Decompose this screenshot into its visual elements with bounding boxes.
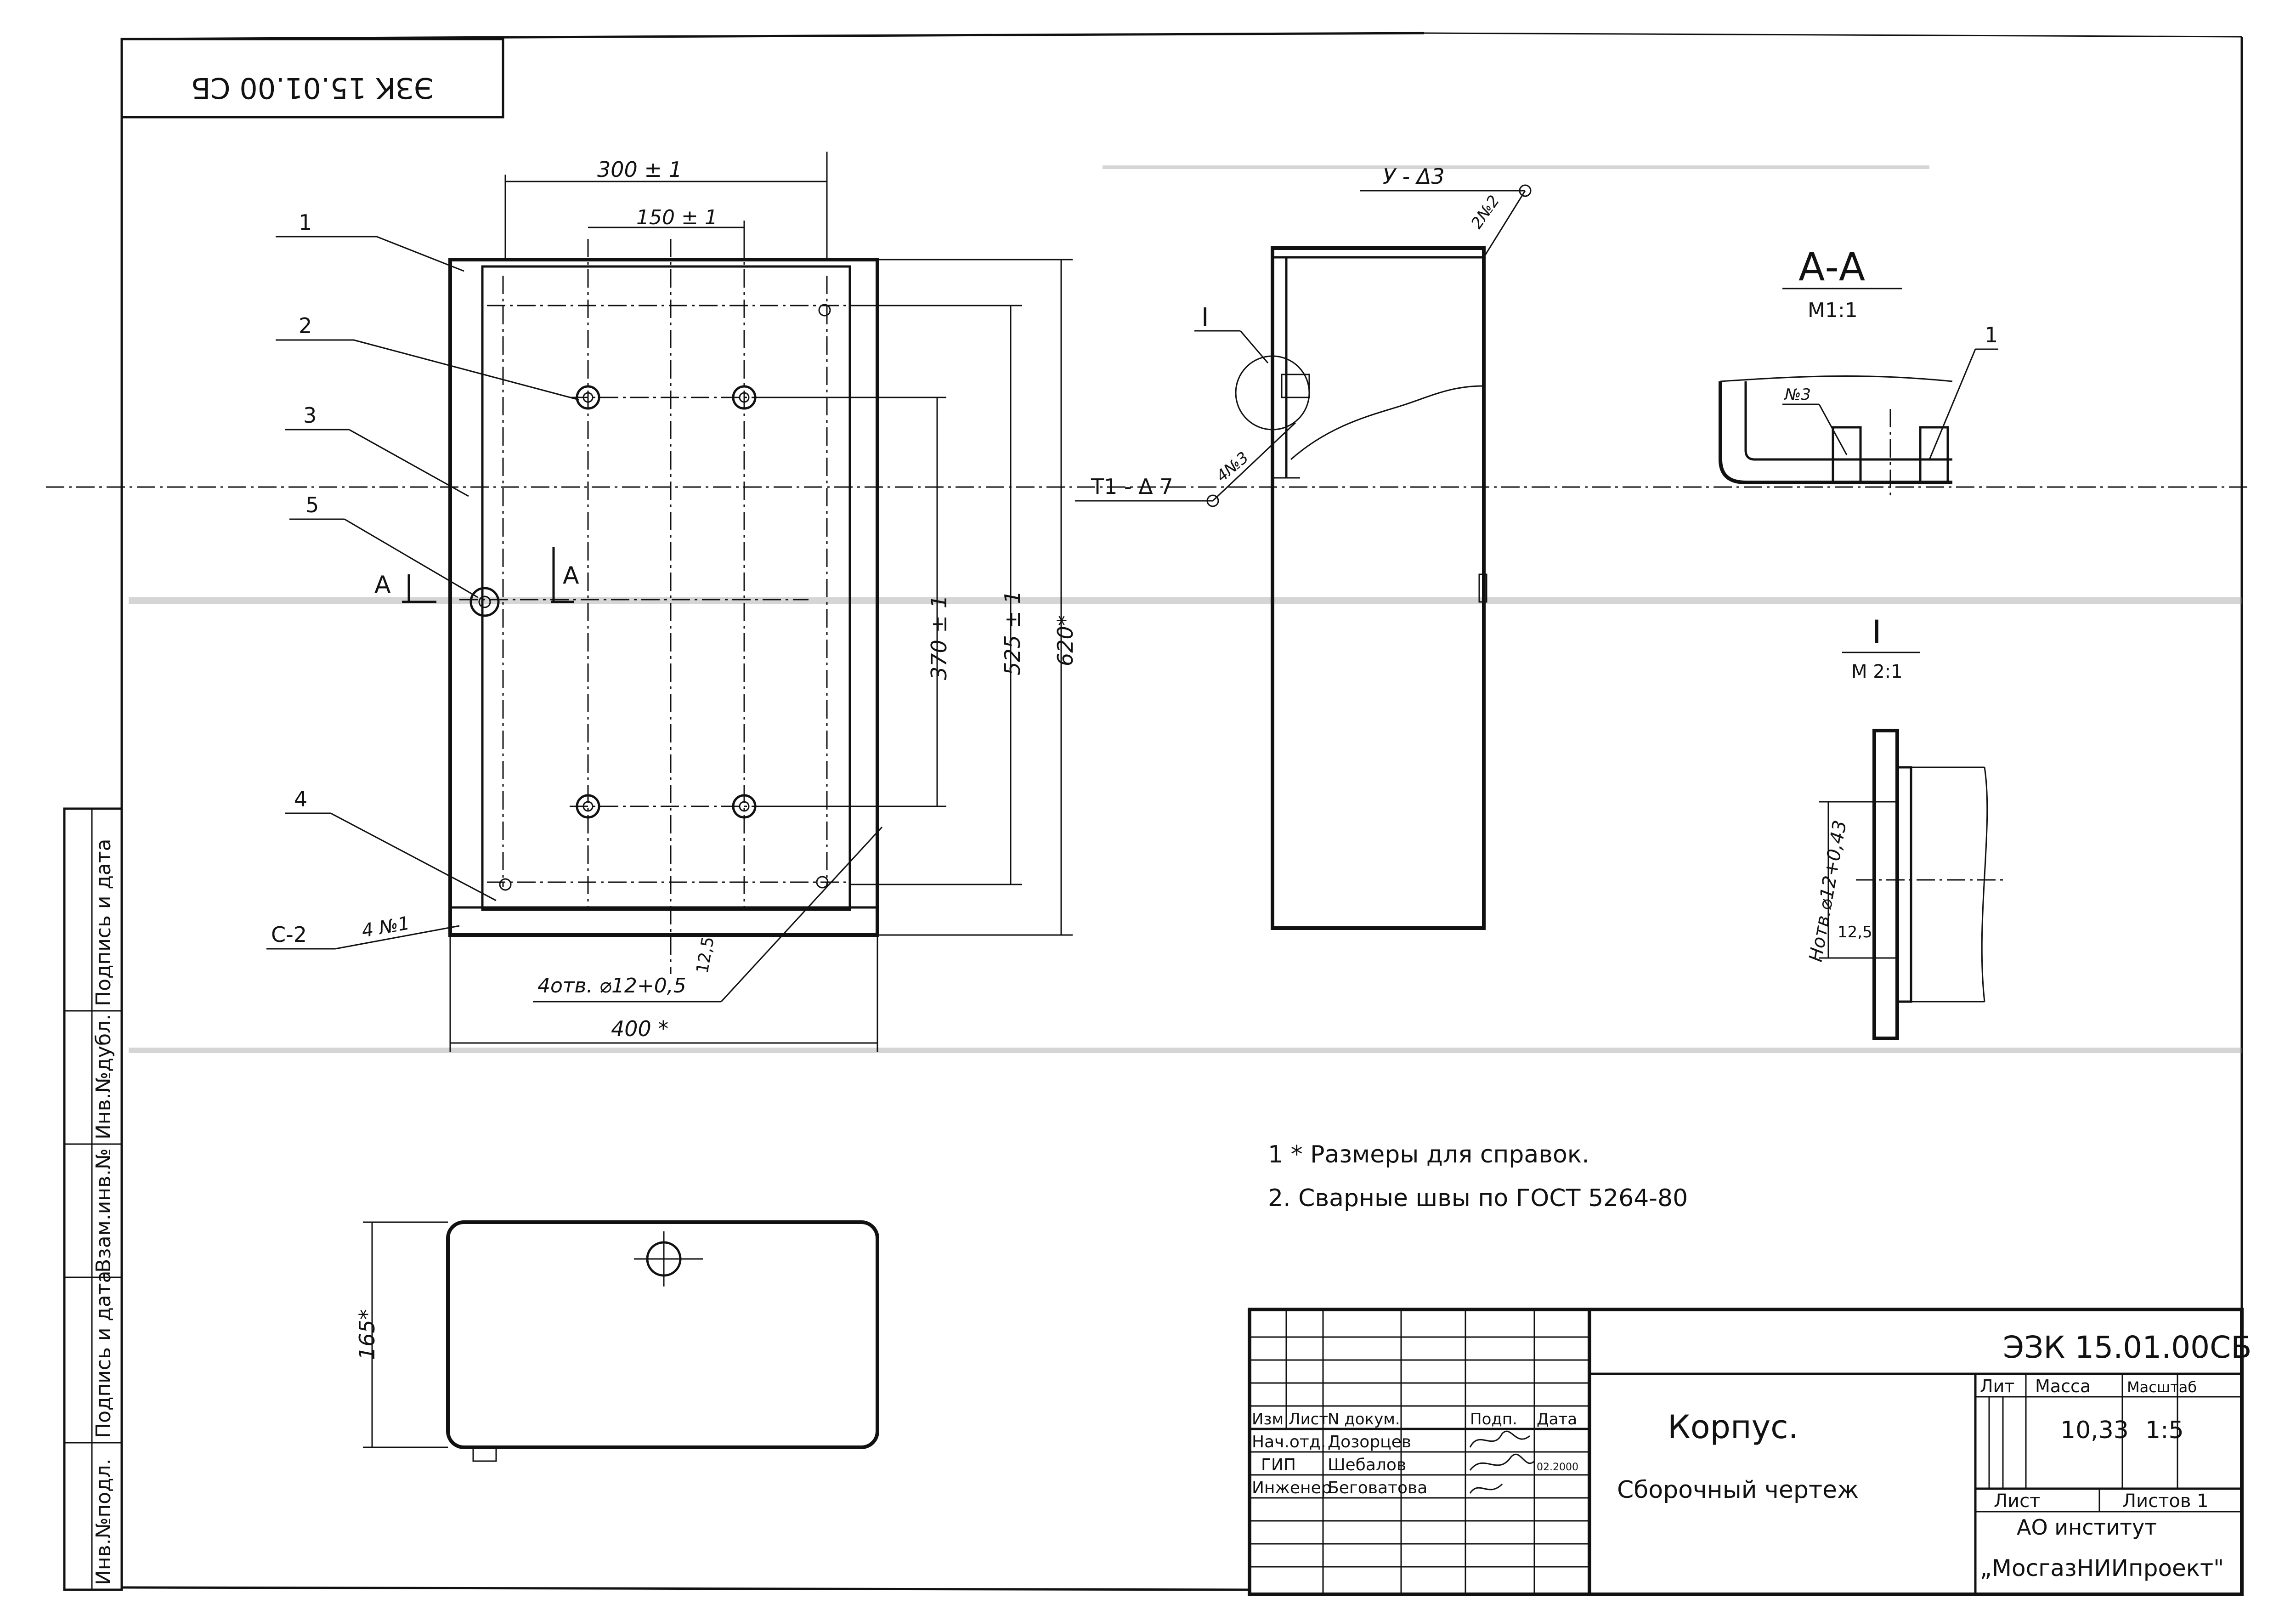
detail-mark: I <box>1201 303 1209 333</box>
tb-role-3: Инженер <box>1252 1479 1332 1497</box>
scan-noise <box>129 165 2242 1053</box>
tb-head-sign: Подп. <box>1470 1410 1517 1428</box>
tb-sheets-label: Листов 1 <box>2122 1491 2209 1512</box>
corner-code: ЭЗК 15.01.00 СБ <box>191 71 434 105</box>
tb-doc-code: ЭЗК 15.01.00СБ <box>2003 1330 2252 1365</box>
callout-2: 2 <box>299 313 312 338</box>
strip-sign-date-2: Подпись и дата <box>92 839 115 1006</box>
tb-scale-label: Масштаб <box>2127 1378 2197 1396</box>
strip-sign-date-1: Подпись и дата <box>92 1271 115 1438</box>
strip-inv-dubl: Инв.№дубл. <box>92 1014 115 1139</box>
tb-scale: 1:5 <box>2145 1417 2184 1444</box>
dim-mid-height: 525 ± 1 <box>1000 590 1025 675</box>
notes: 1 * Размеры для справок. 2. Сварные швы … <box>1268 1141 1688 1212</box>
section-mark-right: A <box>563 562 579 589</box>
section-mark-left: A <box>374 571 391 599</box>
dim-top-width: 300 ± 1 <box>597 157 682 182</box>
weld-c2: С-2 <box>271 922 307 947</box>
tb-role-1: Нач.отд. <box>1252 1433 1326 1451</box>
tb-subtitle: Сборочный чертеж <box>1617 1476 1859 1504</box>
dim-inner-height: 370 ± 1 <box>927 595 951 680</box>
tb-date-2: 02.2000 <box>1537 1462 1578 1473</box>
tb-mass: 10,33 <box>2060 1417 2129 1444</box>
detail-i-scale: М 2:1 <box>1851 661 1903 682</box>
tb-mass-label: Масса <box>2035 1376 2091 1396</box>
tb-head-date: Дата <box>1537 1410 1577 1428</box>
section-aa-callout: 1 <box>1985 323 1998 347</box>
sheet-frame <box>120 32 2243 1594</box>
detail-i-roughness: 12,5 <box>1838 923 1872 941</box>
dim-full-height: 620* <box>1053 615 1078 666</box>
tb-org-2: „МосгазНИИпроект" <box>1980 1555 2224 1581</box>
weld-top-ref: 2№2 <box>1468 192 1504 232</box>
signature-3 <box>1469 1483 1503 1494</box>
holes-note: 4отв. ⌀12+0,5 <box>537 974 686 998</box>
weld-no1: 4 №1 <box>360 913 412 942</box>
corner-stamp: ЭЗК 15.01.00 СБ <box>120 38 504 119</box>
note-2: 2. Сварные швы по ГОСТ 5264-80 <box>1268 1185 1688 1212</box>
tb-sheet-label: Лист <box>1994 1491 2040 1512</box>
section-aa: А-А М1:1 №3 1 <box>1719 244 1998 496</box>
callout-1: 1 <box>299 210 312 235</box>
tb-name-3: Беговатова <box>1328 1479 1427 1497</box>
callout-5: 5 <box>305 493 319 517</box>
strip-inv-podl: Инв.№подл. <box>92 1458 115 1585</box>
section-aa-scale: М1:1 <box>1808 299 1858 322</box>
left-strip: Инв.№подл. Подпись и дата Взам.инв.№ Инв… <box>63 807 123 1591</box>
dim-bottom-width: 400 * <box>611 1016 668 1041</box>
weld-left: Т1 - Δ 7 <box>1091 474 1173 499</box>
tb-org-1: АО институт <box>2017 1515 2157 1540</box>
front-view: A A 300 ± 1 150 ± 1 370 ± 1 525 ± 1 620*… <box>266 152 1078 1052</box>
signature-2 <box>1469 1453 1535 1471</box>
tb-head-doc: N докум. <box>1328 1410 1400 1428</box>
tb-role-2: ГИП <box>1261 1456 1296 1474</box>
bottom-view: 165* <box>355 1220 879 1462</box>
strip-vzam-inv: Взам.инв.№ <box>92 1148 115 1273</box>
note-1: 1 * Размеры для справок. <box>1268 1141 1589 1168</box>
detail-i-title: I <box>1872 613 1882 651</box>
tb-title: Корпус. <box>1668 1408 1798 1446</box>
tb-name-2: Шебалов <box>1328 1456 1406 1474</box>
detail-i-note: Нотв.⌀12+0,43 <box>1805 819 1851 964</box>
bottom-dim: 165* <box>355 1309 379 1360</box>
title-block: Изм Лист N докум. Подп. Дата Нач.отд. До… <box>1248 1308 2252 1596</box>
callout-4: 4 <box>294 787 307 811</box>
tb-lit-label: Лит <box>1980 1376 2014 1396</box>
side-view: I У - Δ3 2№2 Т1 - Δ 7 4№3 <box>1075 164 1532 930</box>
dim-inner-top: 150 ± 1 <box>636 206 718 229</box>
section-aa-weld: №3 <box>1784 385 1811 404</box>
tb-head-izm: Изм <box>1252 1410 1284 1428</box>
tb-name-1: Дозорцев <box>1328 1433 1411 1451</box>
signature-1 <box>1469 1430 1530 1448</box>
weld-top: У - Δ3 <box>1383 164 1445 189</box>
callout-3: 3 <box>303 403 317 428</box>
section-aa-title: А-А <box>1798 244 1865 289</box>
weld-left-ref: 4№3 <box>1213 448 1252 486</box>
tb-head-list: Лист <box>1289 1410 1328 1428</box>
roughness-main: 12,5 <box>693 935 718 975</box>
detail-i: I М 2:1 Нотв.⌀12+0,43 12,5 <box>1805 613 2003 1040</box>
